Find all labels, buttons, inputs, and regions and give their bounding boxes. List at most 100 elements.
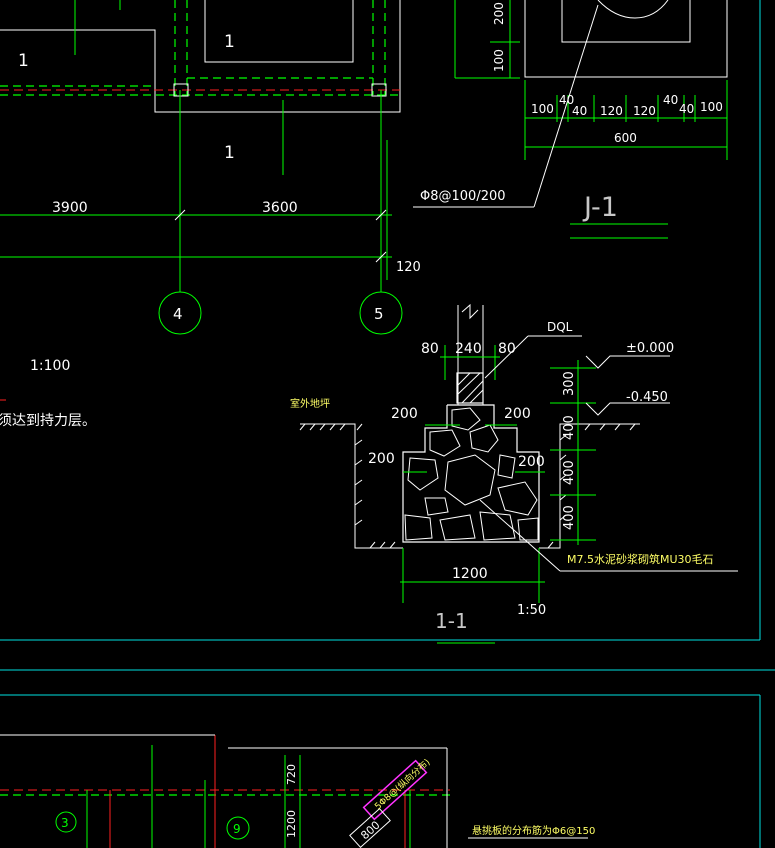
axis-bubble-9 [226, 816, 250, 840]
axis-bubble-3 [55, 811, 77, 833]
sec-beam-hatch-1 [456, 372, 481, 396]
axis-label-4: 4 [173, 305, 183, 323]
dim-120: 120 [396, 260, 421, 275]
sec-ring-beam [456, 372, 484, 404]
section-texts: 80 240 80 DQL ±0.000 -0.450 室外地坪 300 400… [290, 320, 714, 633]
plan-column-4 [173, 83, 189, 97]
lower-dim-800: 800 [358, 819, 382, 843]
sec-trench-right [539, 423, 640, 549]
sec-elev-neg: -0.450 [626, 390, 668, 405]
lower-diag-box [362, 759, 428, 821]
sec-dim-400-c: 400 [562, 505, 577, 530]
dim-3900: 3900 [52, 200, 88, 216]
sec-step-200-rm: 200 [518, 454, 545, 470]
section-1-1 [299, 303, 738, 644]
sec-dql-label: DQL [547, 320, 573, 334]
stone [444, 454, 496, 506]
j1-rebar-note: Φ8@100/200 [420, 189, 506, 204]
sec-step-200-rt: 200 [504, 406, 531, 422]
plan-scale: 1:100 [30, 358, 70, 374]
room-label-c: 1 [224, 143, 235, 163]
j1-dim-b4: 120 [633, 104, 656, 118]
upper-plan [0, 0, 403, 401]
stone [497, 454, 516, 479]
sec-dim-400-a: 400 [562, 415, 577, 440]
lower-plan [0, 734, 588, 848]
dim-tick-5 [375, 209, 387, 221]
sec-beam-hatch-3 [469, 389, 484, 404]
j1-inner [561, 0, 691, 43]
sec-trench-left [300, 423, 403, 549]
j1-dim-200: 200 [492, 2, 506, 25]
stone [517, 517, 539, 541]
room-label-a: 1 [18, 51, 29, 71]
dim-tick-4 [174, 209, 186, 221]
lower-dim-1200: 1200 [285, 810, 298, 838]
plan-wall-outline [0, 0, 401, 113]
j1-dim-b7: 100 [700, 100, 723, 114]
sec-material-note: M7.5水泥砂浆砌筑MU30毛石 [567, 552, 714, 566]
lower-axis-9: 9 [233, 822, 241, 836]
j1-outline [524, 0, 728, 78]
sec-dim-300: 300 [562, 371, 577, 396]
j1-dim-100: 100 [492, 49, 506, 72]
plan-note: 须达到持力层。 [0, 413, 96, 429]
dim-3600: 3600 [262, 200, 298, 216]
stone [497, 481, 538, 516]
j1-column-circle [597, 0, 669, 19]
plan-column-5 [371, 83, 387, 97]
sec-step-200-lt: 200 [391, 406, 418, 422]
sec-outdoor-ground: 室外地坪 [290, 397, 330, 410]
lower-diag-label: 5Φ8@(纵向分布) [372, 756, 432, 812]
lower-diag-group-2 [349, 807, 391, 848]
stone [451, 407, 481, 431]
j1-texts: 200 100 100 40 40 120 120 40 40 100 600 … [420, 2, 723, 223]
elev-marker-neg [585, 402, 670, 416]
lower-axis-3: 3 [61, 816, 69, 830]
sec-dim-240: 240 [455, 341, 482, 357]
ground-hatch-left [299, 423, 396, 549]
lower-bottom-note: 悬挑板的分布筋为Φ6@150 [472, 824, 595, 837]
sec-step-200-lm: 200 [368, 451, 395, 467]
stone [439, 514, 476, 541]
plan-texts: 1 1 1 3900 3600 120 4 5 1:100 须达到持力层。 [0, 32, 421, 429]
sec-dim-80-left: 80 [421, 341, 439, 357]
sec-dql-leader [484, 335, 529, 379]
sec-beam-hatch-2 [461, 380, 484, 404]
sec-stone-footing [402, 404, 540, 543]
sec-material-leader [479, 499, 561, 572]
axis-label-5: 5 [374, 305, 384, 323]
stone [469, 424, 499, 453]
sec-scale: 1:50 [517, 603, 546, 618]
j1-dim-b3: 120 [600, 104, 623, 118]
sec-dim-80-right: 80 [498, 341, 516, 357]
elev-marker-0 [585, 355, 670, 369]
lower-diag-group [362, 759, 428, 821]
room-label-b: 1 [224, 32, 235, 52]
sec-elev-0: ±0.000 [626, 341, 674, 356]
j1-dim-b2: 40 [572, 104, 587, 118]
stone [424, 497, 449, 516]
ground-hatch-right [547, 423, 636, 549]
sec-beam-hatch-4 [456, 372, 471, 387]
j1-dim-b1: 40 [559, 93, 574, 107]
sec-break-mark [461, 303, 479, 320]
j1-title: J-1 [582, 192, 618, 223]
sec-width-1200: 1200 [452, 566, 488, 582]
lower-texts: 3 9 720 1200 5Φ8@(纵向分布) 800 悬挑板的分布筋为Φ6@1… [61, 756, 595, 842]
sec-dim-400-b: 400 [562, 460, 577, 485]
stone [429, 429, 461, 457]
stone [407, 457, 439, 491]
stone [404, 514, 433, 541]
j1-dim-b0: 100 [531, 102, 554, 116]
lower-dim-720: 720 [285, 764, 298, 785]
axis-bubble-4 [158, 291, 202, 335]
sec-title: 1-1 [435, 609, 468, 633]
stone [479, 511, 516, 541]
j1-dim-b5: 40 [663, 93, 678, 107]
plan-room-inner [204, 0, 354, 63]
detail-j1 [413, 0, 728, 239]
axis-bubble-5 [359, 291, 403, 335]
